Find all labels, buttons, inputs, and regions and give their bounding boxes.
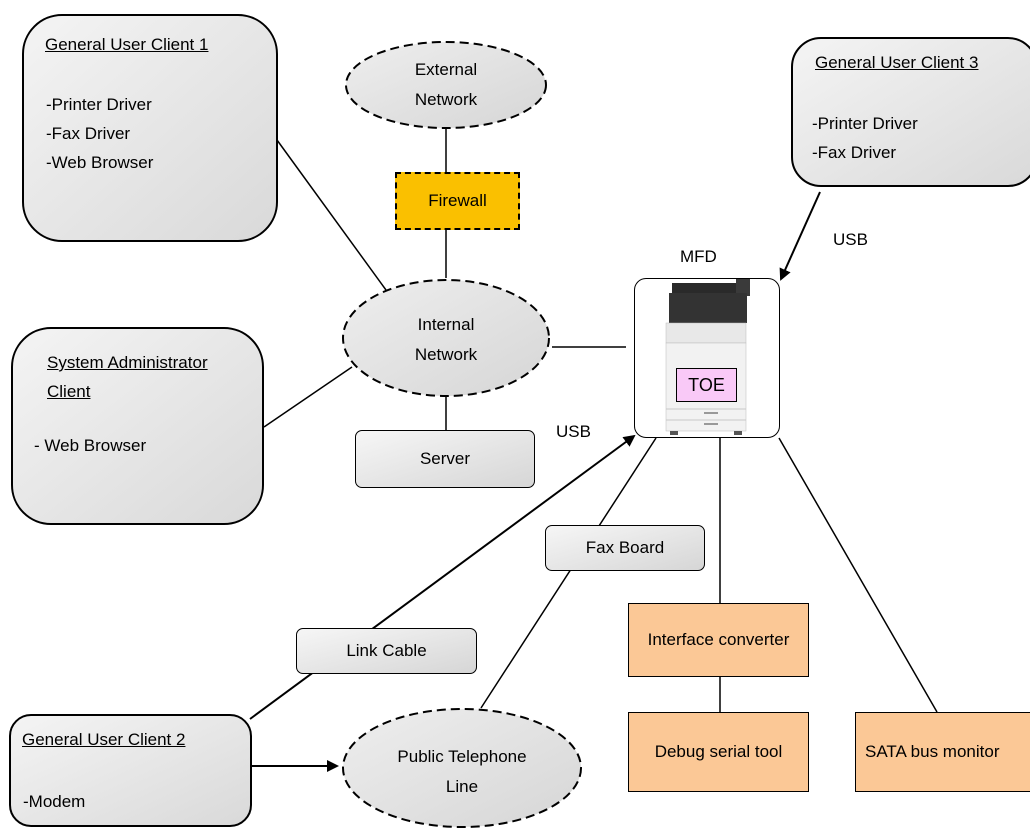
- internal-network-line2: Network: [414, 345, 478, 364]
- firewall-box: Firewall: [395, 172, 520, 230]
- line-admin-internal: [263, 366, 353, 428]
- external-network-line1: External: [414, 60, 478, 79]
- interface-converter-label: Interface converter: [647, 630, 790, 649]
- server-box: Server: [355, 430, 535, 488]
- client1-items: -Printer Driver -Fax Driver -Web Browser: [46, 90, 153, 177]
- admin-title-line1: System Administrator: [47, 353, 208, 372]
- admin-title-line2: Client: [47, 382, 91, 401]
- client3-items: -Printer Driver -Fax Driver: [812, 109, 918, 167]
- usb-label-client2: USB: [556, 422, 591, 441]
- line-client1-internal: [276, 139, 387, 291]
- client3-item: -Fax Driver: [812, 143, 897, 162]
- client1-item: -Printer Driver: [46, 95, 152, 114]
- mfd-box: [634, 278, 780, 438]
- debug-serial-tool-box: Debug serial tool: [628, 712, 809, 792]
- line-phone-mfd: [480, 437, 657, 709]
- sata-bus-monitor-label: SATA bus monitor: [865, 742, 1000, 761]
- toe-label: TOE: [688, 374, 725, 395]
- external-network-ellipse: [345, 41, 547, 129]
- firewall-label: Firewall: [428, 191, 487, 210]
- client2-title: General User Client 2: [22, 730, 186, 749]
- internal-network-line1: Internal: [417, 315, 475, 334]
- public-telephone-line: Public Telephone Line: [362, 742, 562, 802]
- phone-line2: Line: [445, 777, 479, 796]
- server-label: Server: [419, 449, 471, 468]
- general-user-client-1: General User Client 1 -Printer Driver -F…: [22, 14, 278, 242]
- toe-box: TOE: [676, 368, 737, 402]
- debug-serial-tool-label: Debug serial tool: [654, 742, 783, 761]
- system-administrator-client: System Administrator Client - Web Browse…: [11, 327, 264, 525]
- link-cable-box: Link Cable: [296, 628, 477, 674]
- fax-board-label: Fax Board: [585, 538, 665, 557]
- fax-board-box: Fax Board: [545, 525, 705, 571]
- admin-title: System Administrator Client: [47, 348, 208, 406]
- phone-line1: Public Telephone: [397, 747, 527, 766]
- client1-title: General User Client 1: [45, 35, 209, 54]
- external-network: External Network: [396, 55, 496, 115]
- external-network-line2: Network: [414, 90, 478, 109]
- arrow-client3-mfd: [779, 191, 821, 281]
- usb-label-client3: USB: [833, 230, 868, 249]
- internal-network-ellipse: [342, 279, 550, 397]
- client3-item: -Printer Driver: [812, 114, 918, 133]
- client3-title: General User Client 3: [815, 53, 979, 72]
- admin-items: - Web Browser: [34, 431, 146, 460]
- client1-item: -Fax Driver: [46, 124, 131, 143]
- client1-item: -Web Browser: [46, 153, 154, 172]
- line-mfd-sata: [778, 437, 938, 713]
- general-user-client-2: General User Client 2 -Modem: [9, 714, 252, 827]
- sata-bus-monitor-box: SATA bus monitor: [855, 712, 1030, 792]
- client2-items: -Modem: [23, 787, 85, 816]
- link-cable-label: Link Cable: [346, 641, 427, 660]
- client2-item: -Modem: [23, 792, 86, 811]
- public-telephone-ellipse: [342, 708, 582, 828]
- general-user-client-3: General User Client 3 -Printer Driver -F…: [791, 37, 1030, 187]
- internal-network: Internal Network: [396, 310, 496, 370]
- interface-converter-box: Interface converter: [628, 603, 809, 677]
- admin-item: - Web Browser: [34, 436, 147, 455]
- mfd-label: MFD: [680, 247, 717, 266]
